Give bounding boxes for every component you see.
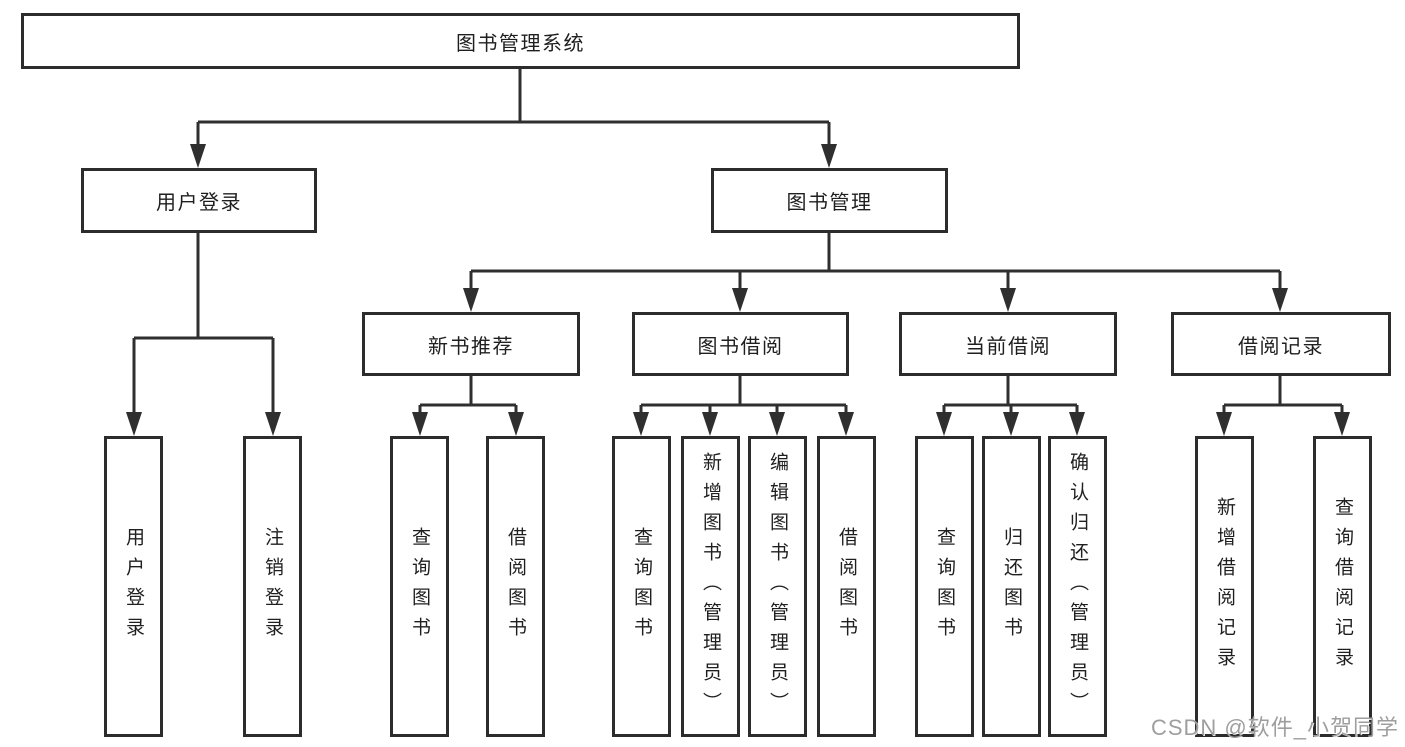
arrowhead-icon <box>1334 412 1350 436</box>
node-leaf-logout: 注销登录 <box>243 436 302 737</box>
arrowhead-icon <box>936 412 952 436</box>
node-label: 查询图书 <box>409 526 430 647</box>
arrowhead-icon <box>732 288 748 312</box>
node-leaf-confirm-return-admin: 确认归还（管理员） <box>1048 436 1107 737</box>
node-label: 图书管理 <box>786 192 873 214</box>
node-label: 当前借阅 <box>965 335 1051 358</box>
arrowhead-icon <box>821 144 837 168</box>
node-book-borrowing: 图书借阅 <box>632 312 849 376</box>
arrowhead-icon <box>1272 288 1288 312</box>
arrowhead-icon <box>838 412 854 436</box>
node-label: 借阅图书 <box>505 526 526 647</box>
arrowhead-icon <box>412 412 428 436</box>
node-label: 图书管理系统 <box>456 32 585 55</box>
node-leaf-query-books-newbook: 查询图书 <box>390 436 449 737</box>
arrowhead-icon <box>769 412 785 436</box>
node-label: 确认归还（管理员） <box>1067 451 1088 722</box>
node-label: 查询图书 <box>631 526 652 647</box>
node-label: 用户登录 <box>123 526 144 647</box>
arrowhead-icon <box>702 412 718 436</box>
arrowhead-icon <box>463 288 479 312</box>
csdn-watermark: CSDN @软件_小贺同学 <box>1150 715 1399 740</box>
arrowhead-icon <box>126 412 142 436</box>
node-label: 注销登录 <box>262 526 283 647</box>
node-borrowing-records: 借阅记录 <box>1171 312 1391 376</box>
arrowhead-icon <box>190 144 206 168</box>
node-leaf-add-books-admin: 新增图书（管理员） <box>681 436 740 737</box>
node-leaf-borrow-books-newbook: 借阅图书 <box>486 436 545 737</box>
arrowhead-icon <box>1003 412 1019 436</box>
node-leaf-query-borrow-record: 查询借阅记录 <box>1313 436 1372 737</box>
node-new-book-recommendation: 新书推荐 <box>362 312 580 376</box>
node-library-management-system: 图书管理系统 <box>21 13 1020 69</box>
node-label: 查询图书 <box>934 526 955 647</box>
arrowhead-icon <box>265 412 281 436</box>
node-label: 借阅记录 <box>1238 335 1324 358</box>
node-leaf-edit-books-admin: 编辑图书（管理员） <box>748 436 807 737</box>
node-label: 归还图书 <box>1001 526 1022 647</box>
node-leaf-add-borrow-record: 新增借阅记录 <box>1195 436 1254 737</box>
node-label: 用户登录 <box>156 192 242 214</box>
node-current-borrowing: 当前借阅 <box>899 312 1117 376</box>
node-user-login: 用户登录 <box>81 168 317 233</box>
node-label: 查询借阅记录 <box>1332 496 1353 677</box>
arrowhead-icon <box>633 412 649 436</box>
arrowhead-icon <box>1000 288 1016 312</box>
arrowhead-icon <box>1216 412 1232 436</box>
node-leaf-borrow-books-borrow: 借阅图书 <box>817 436 876 737</box>
node-label: 新书推荐 <box>428 335 514 358</box>
node-label: 编辑图书（管理员） <box>767 451 788 722</box>
node-label: 借阅图书 <box>836 526 857 647</box>
arrowhead-icon <box>1069 412 1085 436</box>
node-label: 图书借阅 <box>697 335 784 358</box>
node-label: 新增图书（管理员） <box>700 451 721 722</box>
node-leaf-query-books-current: 查询图书 <box>915 436 974 737</box>
arrowhead-icon <box>508 412 524 436</box>
node-leaf-return-books: 归还图书 <box>982 436 1041 737</box>
node-label: 新增借阅记录 <box>1214 496 1235 677</box>
node-book-management: 图书管理 <box>711 168 948 233</box>
node-leaf-query-books-borrow: 查询图书 <box>612 436 671 737</box>
node-leaf-user-login: 用户登录 <box>104 436 163 737</box>
